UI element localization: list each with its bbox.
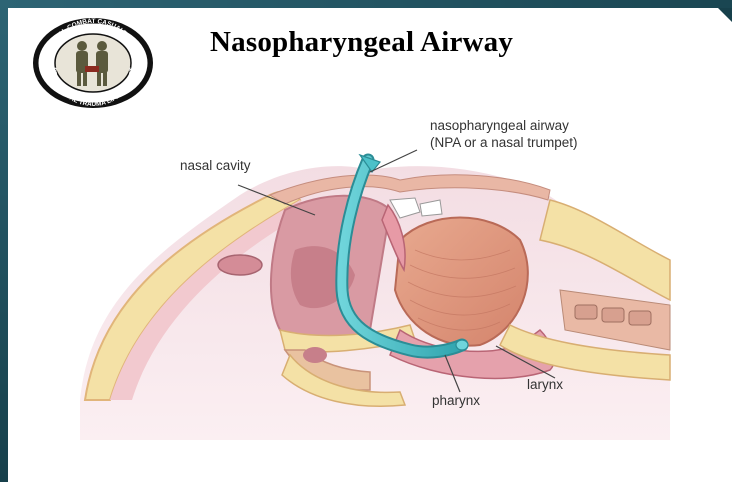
npa-label-line1: nasopharyngeal airway: [430, 118, 569, 134]
tccc-logo: TACTICAL COMBAT CASUALTY CARE PREHOSPITA…: [30, 16, 156, 110]
larynx-label: larynx: [527, 377, 563, 393]
nostril: [303, 347, 327, 363]
slide-corner-accent: [718, 8, 732, 22]
sinus: [218, 255, 262, 275]
slide-frame-left: [0, 0, 8, 482]
slide-title: Nasopharyngeal Airway: [210, 26, 513, 59]
slide-frame-top: [0, 0, 732, 8]
npa-tip: [456, 340, 468, 350]
npa-label-line2: (NPA or a nasal trumpet): [430, 135, 578, 151]
nasopharyngeal-airway-diagram: [70, 100, 680, 440]
nasal-cavity-label: nasal cavity: [180, 158, 251, 174]
pharynx-label: pharynx: [432, 393, 480, 409]
